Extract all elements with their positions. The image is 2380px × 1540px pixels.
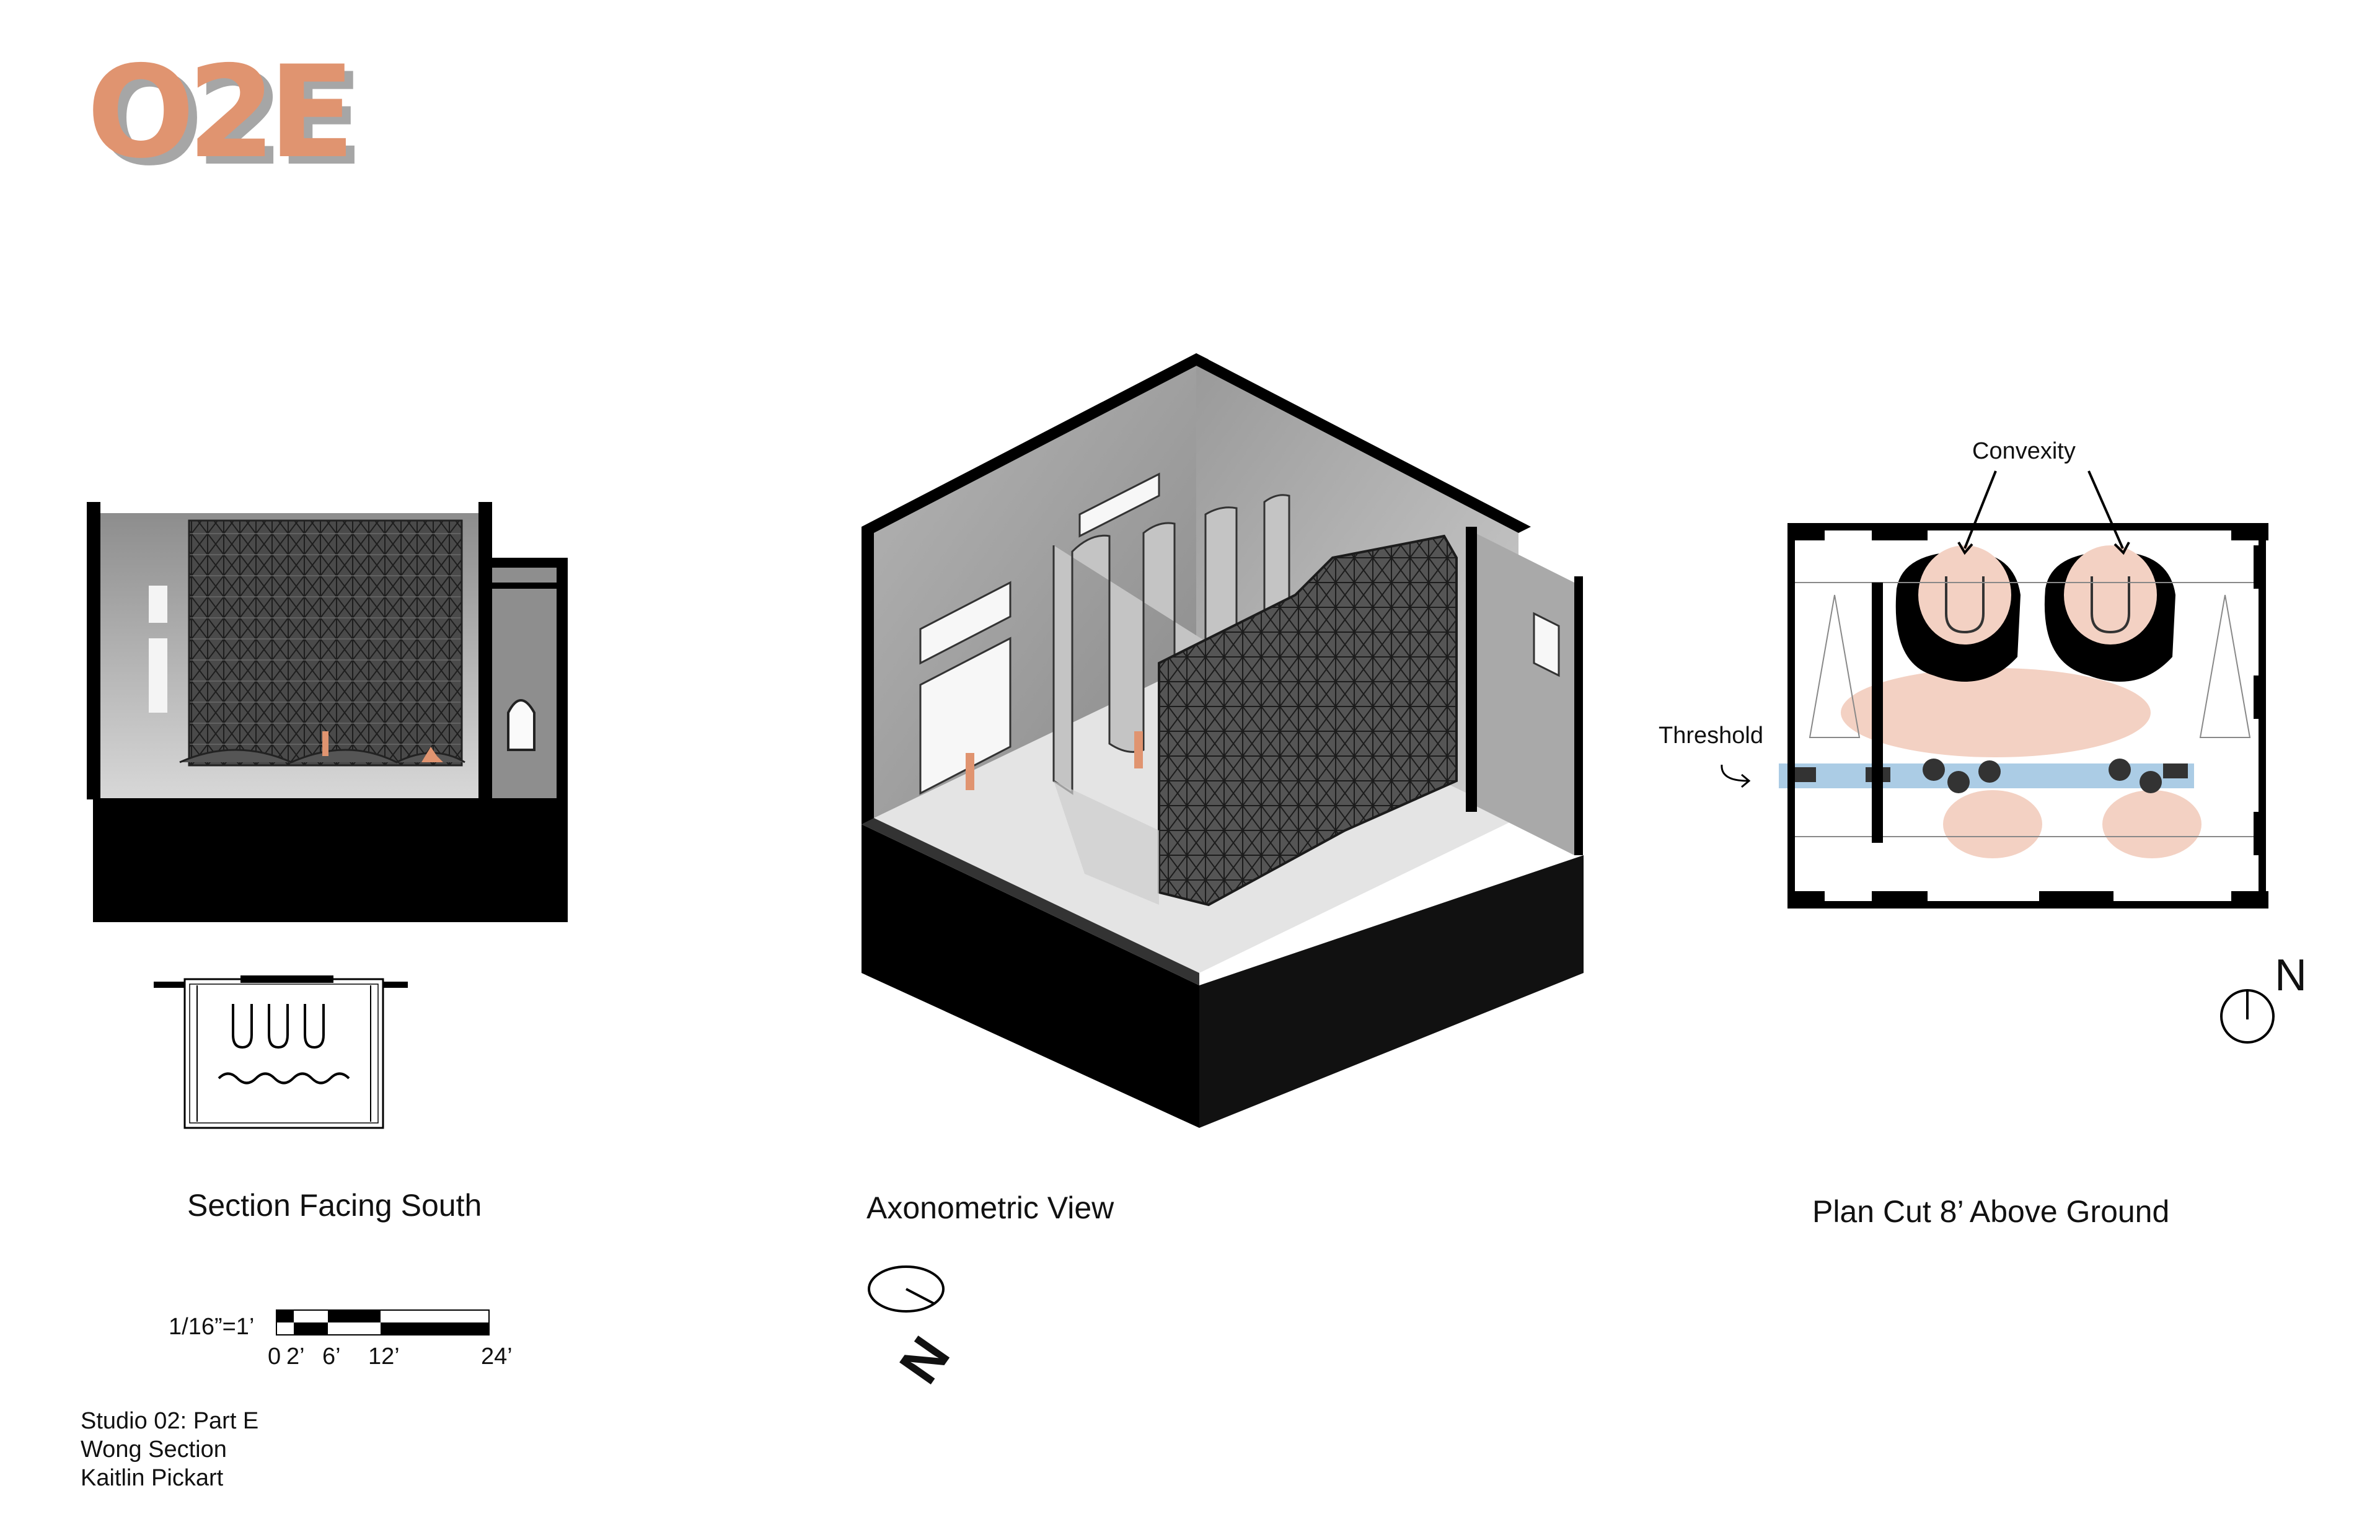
threshold-arrow [1721, 764, 1751, 788]
credits-block: Studio 02: Part E Wong Section Kaitlin P… [81, 1407, 258, 1492]
axon-north-arrow [868, 1265, 945, 1313]
scale-tick-24: 24’ [481, 1344, 513, 1370]
convexity-blob-right [2044, 545, 2175, 682]
section-caption: Section Facing South [187, 1188, 482, 1223]
section-fabric-installation [188, 519, 463, 767]
section-key-plan [154, 975, 408, 1129]
section-drawing [87, 502, 568, 922]
plan-north-label: N [2275, 951, 2307, 1000]
convexity-blob-left [1895, 545, 2021, 682]
plan-north-arrow [2220, 989, 2275, 1044]
person-figure-seated [421, 747, 443, 762]
person-figure [966, 753, 974, 790]
scale-tick-6: 6’ [322, 1344, 341, 1370]
scale-tick-12: 12’ [368, 1344, 400, 1370]
logo-shadow-text: O2E [95, 46, 364, 194]
plan-caption: Plan Cut 8’ Above Ground [1812, 1194, 2170, 1229]
credit-section: Wong Section [81, 1437, 227, 1463]
axon-caption: Axonometric View [866, 1190, 1114, 1225]
credit-studio: Studio 02: Part E [81, 1408, 259, 1434]
plan-drawing [1779, 470, 2268, 909]
logo-text: O2E [87, 39, 355, 187]
convexity-label: Convexity [1972, 438, 2076, 464]
o2e-logo: O2E O2E [87, 50, 364, 184]
axon-fabric-installation [1158, 534, 1458, 907]
scale-ratio: 1/16”=1’ [169, 1314, 255, 1340]
credit-author: Kaitlin Pickart [81, 1465, 224, 1491]
scale-tick-2: 2’ [286, 1344, 305, 1370]
axonometric-drawing [862, 353, 1584, 1128]
scale-bar-graphic [276, 1309, 490, 1335]
scale-tick-0: 0 [268, 1344, 281, 1370]
person-figure [322, 731, 328, 756]
axon-north-label: N [888, 1326, 963, 1395]
person-figure [1134, 731, 1143, 768]
threshold-label: Threshold [1659, 723, 1763, 749]
